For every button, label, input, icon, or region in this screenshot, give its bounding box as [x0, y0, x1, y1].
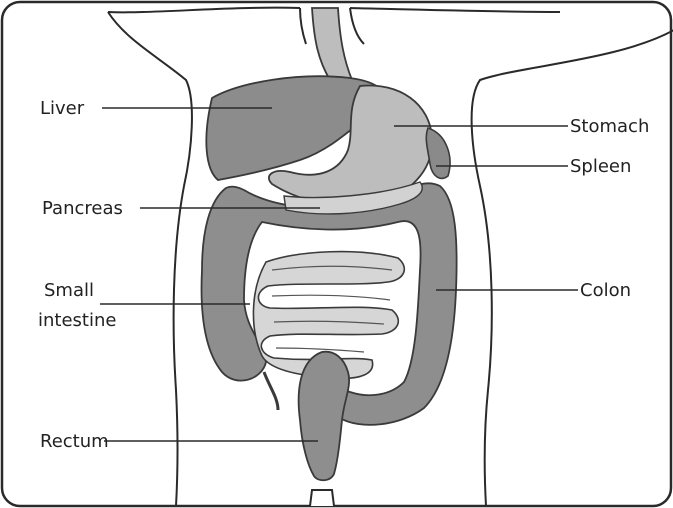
spleen-label: Spleen [570, 156, 631, 177]
groin-notch [310, 490, 334, 506]
small-intestine-label-line2: intestine [38, 310, 116, 331]
liver-label: Liver [40, 98, 85, 119]
small-intestine-label-line1: Small [44, 280, 94, 301]
rectum-label: Rectum [40, 431, 109, 452]
colon-label: Colon [580, 280, 631, 301]
pancreas-label: Pancreas [42, 198, 123, 219]
stomach-label: Stomach [570, 116, 649, 137]
